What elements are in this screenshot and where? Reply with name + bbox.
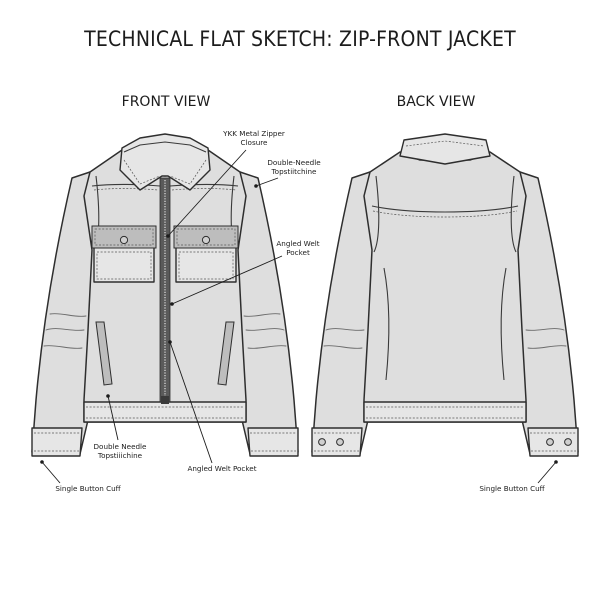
front-left-welt-pocket: [95, 321, 113, 386]
sketch-title: TECHNICAL FLAT SKETCH: ZIP-FRONT JACKET: [83, 27, 516, 51]
callout-welt-bottom: Angled Welt Pocket: [187, 464, 256, 473]
back-right-cuff-button-2: [564, 438, 572, 446]
back-left-cuff-button: [318, 438, 326, 446]
front-hem-band: [83, 401, 247, 423]
callout-zipper: YKK Metal Zipper Closure: [166, 129, 285, 238]
callout-single-button-cuff-front: Single Button Cuff: [40, 460, 122, 493]
front-right-pocket-button: [201, 235, 211, 245]
front-view-label: FRONT VIEW: [122, 94, 211, 110]
callout-cuff-back: Single Button Cuff: [479, 484, 545, 493]
callout-double-needle-line1: Double Needle: [94, 442, 148, 451]
callout-angled-welt-bottom: Angled Welt Pocket: [168, 340, 257, 473]
front-right-cuff: [247, 427, 299, 457]
callout-topstitch: Double-Needle Topstiitchine: [254, 158, 321, 188]
callout-welt-right-line2: Pocket: [286, 248, 310, 257]
front-view-jacket: [31, 133, 299, 457]
front-left-pocket-button: [119, 235, 129, 245]
callout-single-button-cuff-back: Single Button Cuff: [479, 460, 558, 493]
front-left-cuff: [31, 427, 83, 457]
callout-double-needle: Double Needle Topstiiichine: [94, 394, 148, 460]
callout-welt-right-line1: Angled Welt: [276, 239, 319, 248]
back-left-cuff-button-2: [336, 438, 344, 446]
callout-zipper-line1: YKK Metal Zipper: [222, 129, 285, 138]
back-right-cuff-button: [546, 438, 554, 446]
back-body: [363, 151, 527, 423]
back-view-label: BACK VIEW: [397, 94, 476, 110]
callout-zipper-line2: Closure: [241, 138, 269, 147]
zipper-pull: [161, 396, 169, 404]
front-collar: [119, 133, 211, 191]
callout-double-needle-line2: Topstiiichine: [97, 451, 143, 460]
callout-cuff-front: Single Button Cuff: [55, 484, 121, 493]
callout-topstitch-line1: Double-Needle: [267, 158, 321, 167]
callout-angled-welt-right: Angled Welt Pocket: [170, 239, 320, 306]
callout-topstitch-line2: Topstiitchine: [271, 167, 318, 176]
back-hem-band: [363, 401, 527, 423]
front-right-welt-pocket: [217, 321, 235, 386]
back-view-jacket: [311, 133, 579, 457]
back-collar: [399, 133, 491, 165]
